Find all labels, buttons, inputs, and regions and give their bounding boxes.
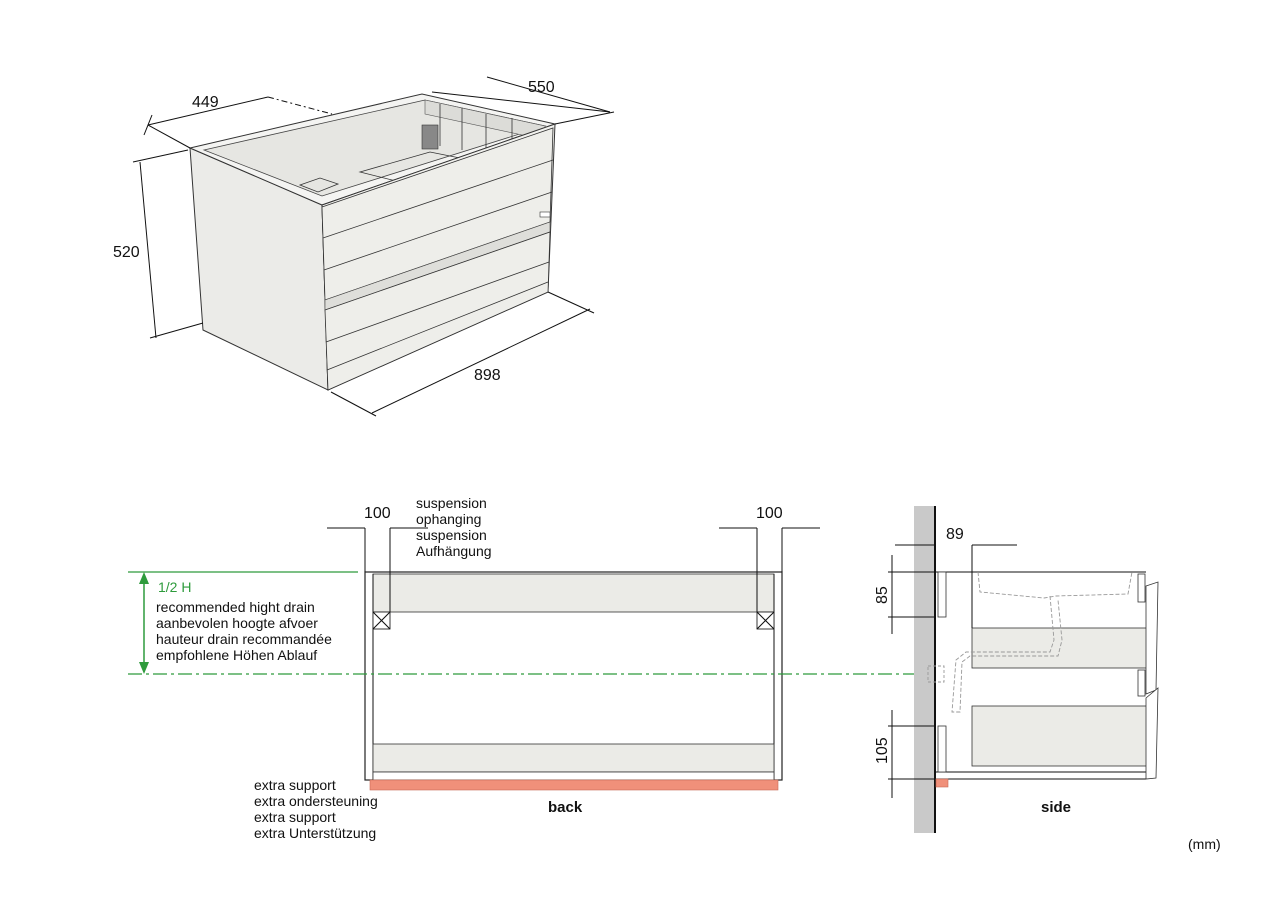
extra-support-bar <box>369 779 779 791</box>
dim-85: 85 <box>874 586 891 604</box>
drain-label-2: hauteur drain recommandée <box>156 631 332 647</box>
drain-label-0: recommended hight drain <box>156 599 315 615</box>
support-label-0: extra support <box>254 777 336 793</box>
support-label-3: extra Unterstützung <box>254 825 376 841</box>
back-top-rail <box>372 573 775 613</box>
suspension-label-2: suspension <box>416 527 487 543</box>
dim-449: 449 <box>192 94 219 111</box>
dim-550: 550 <box>528 79 555 96</box>
units-label: (mm) <box>1188 836 1221 852</box>
dim-100-left: 100 <box>364 505 391 522</box>
suspension-label-3: Aufhängung <box>416 543 492 559</box>
suspension-label-1: ophanging <box>416 511 481 527</box>
drain-label-1: aanbevolen hoogte afvoer <box>156 615 318 631</box>
drain-height-guide: 1/2 H recommended hight drain aanbevolen… <box>128 571 935 675</box>
dim-100-right: 100 <box>756 505 783 522</box>
dim-520: 520 <box>113 244 140 261</box>
wall <box>914 506 935 833</box>
hanging-bracket <box>421 124 439 150</box>
back-caption: back <box>548 799 583 816</box>
support-label-2: extra support <box>254 809 336 825</box>
isometric-dimensions: 449 550 520 898 <box>113 76 615 417</box>
dim-89: 89 <box>946 526 964 543</box>
side-support-bracket <box>935 778 949 788</box>
back-view: back 100 100 suspension ophanging suspen… <box>254 495 820 841</box>
suspension-label-0: suspension <box>416 495 487 511</box>
support-label-1: extra ondersteuning <box>254 793 378 809</box>
drain-fraction: 1/2 H <box>158 579 191 595</box>
drain-label-3: empfohlene Höhen Ablauf <box>156 647 317 663</box>
side-caption: side <box>1041 799 1071 816</box>
side-upper-drawer <box>971 627 1148 669</box>
side-view: 89 85 105 side <box>874 506 1159 833</box>
dim-105: 105 <box>874 737 891 764</box>
side-lower-drawer <box>971 705 1148 767</box>
dim-898: 898 <box>474 367 501 384</box>
isometric-cabinet <box>188 93 557 391</box>
back-bottom-rail <box>372 743 775 773</box>
